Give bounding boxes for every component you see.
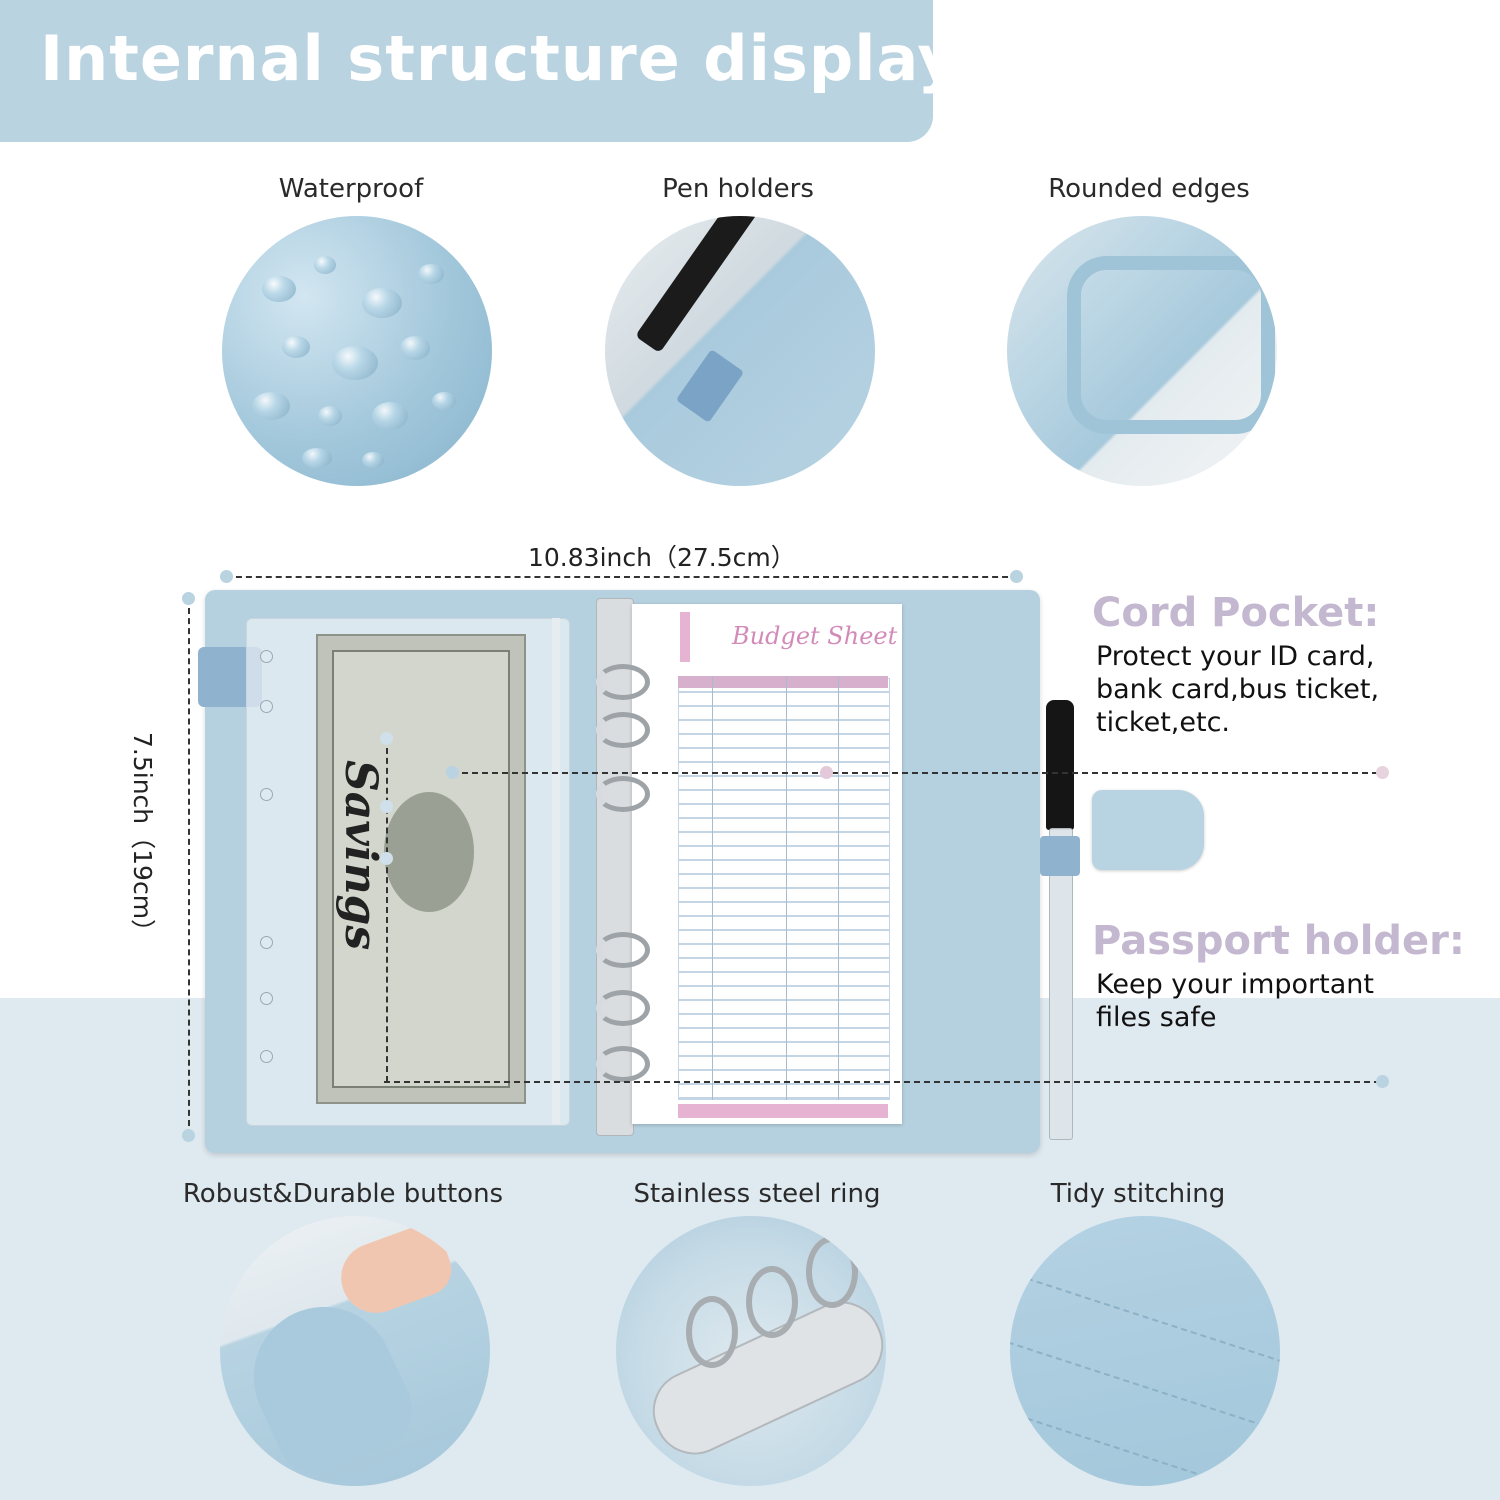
binder-ring bbox=[596, 932, 650, 968]
feature-label-steel-ring: Stainless steel ring bbox=[633, 1179, 881, 1209]
dimension-dot bbox=[182, 1129, 195, 1142]
rounded-edges-photo bbox=[1007, 216, 1277, 486]
leader-dot bbox=[380, 732, 393, 745]
cord-pocket-description: Protect your ID card, bank card,bus tick… bbox=[1096, 640, 1379, 739]
pouch-hole bbox=[260, 992, 273, 1005]
budget-table-header bbox=[678, 676, 888, 688]
pouch-hole bbox=[260, 650, 273, 663]
dimension-dot bbox=[220, 570, 233, 583]
feature-label-pen-holders: Pen holders bbox=[662, 174, 814, 204]
binder-ring bbox=[596, 1046, 650, 1082]
gel-pen bbox=[1046, 700, 1074, 1140]
cord-pocket-line: Protect your ID card, bbox=[1096, 641, 1375, 672]
pen-cap bbox=[1046, 700, 1074, 830]
height-dimension-label: 7.5inch（19cm） bbox=[128, 732, 157, 945]
pouch-hole bbox=[260, 700, 273, 713]
passport-holder-description: Keep your important files safe bbox=[1096, 968, 1374, 1034]
passport-holder-leader-line bbox=[384, 1081, 1380, 1083]
passport-holder-line: files safe bbox=[1096, 1002, 1217, 1033]
pen-holder-photo bbox=[605, 216, 875, 486]
cord-pocket-line: bank card,bus ticket, bbox=[1096, 674, 1380, 705]
cord-pocket-line: ticket,etc. bbox=[1096, 707, 1231, 738]
feature-label-waterproof: Waterproof bbox=[278, 174, 424, 204]
steel-ring-photo bbox=[616, 1216, 886, 1486]
title-banner: Internal structure display bbox=[0, 0, 958, 142]
passport-holder-leader-line-vertical bbox=[386, 738, 388, 1082]
dimension-dot bbox=[1010, 570, 1023, 583]
leader-dot bbox=[380, 800, 393, 813]
leader-dot bbox=[380, 852, 393, 865]
height-dimension-line bbox=[188, 598, 190, 1136]
leader-dot bbox=[1376, 1075, 1389, 1088]
pouch-zipper bbox=[552, 618, 560, 1124]
pen-body bbox=[1049, 828, 1073, 1140]
width-dimension-label: 10.83inch（27.5cm） bbox=[528, 543, 796, 572]
feature-label-rounded-edges: Rounded edges bbox=[1048, 174, 1250, 204]
budget-table-footer bbox=[678, 1104, 888, 1118]
snap-button-photo bbox=[220, 1216, 490, 1486]
width-dimension-line bbox=[226, 576, 1018, 578]
binder-ring bbox=[596, 776, 650, 812]
leader-dot bbox=[1376, 766, 1389, 779]
pouch-hole bbox=[260, 1050, 273, 1063]
cord-pocket-title: Cord Pocket: bbox=[1092, 590, 1380, 636]
passport-holder-line: Keep your important bbox=[1096, 969, 1374, 1000]
stitching-photo bbox=[1010, 1216, 1280, 1486]
budget-table bbox=[678, 678, 890, 1100]
pen-loop bbox=[1040, 836, 1080, 876]
snap-closure-tab bbox=[1092, 790, 1204, 870]
leader-dot bbox=[446, 766, 459, 779]
waterproof-photo bbox=[222, 216, 492, 486]
sheet-title: Budget Sheet bbox=[732, 622, 898, 650]
leader-dot bbox=[820, 766, 833, 779]
binder-ring bbox=[596, 712, 650, 748]
feature-label-stitching: Tidy stitching bbox=[1050, 1179, 1226, 1209]
table-column-divider bbox=[838, 676, 839, 1100]
passport-holder-title: Passport holder: bbox=[1092, 918, 1465, 964]
sheet-header bbox=[680, 612, 900, 662]
feature-label-buttons: Robust&Durable buttons bbox=[182, 1179, 504, 1209]
pouch-hole bbox=[260, 936, 273, 949]
table-column-divider bbox=[786, 676, 787, 1100]
cord-pocket-leader-line bbox=[452, 772, 1378, 774]
pouch-hole bbox=[260, 788, 273, 801]
table-column-divider bbox=[712, 676, 713, 1100]
banner-title: Internal structure display bbox=[40, 22, 959, 95]
banknote-portrait bbox=[384, 792, 474, 912]
binder-ring bbox=[596, 664, 650, 700]
binder-ring bbox=[596, 990, 650, 1026]
banknote bbox=[316, 634, 526, 1104]
dimension-dot bbox=[182, 592, 195, 605]
pouch-label: Savings bbox=[335, 760, 386, 951]
